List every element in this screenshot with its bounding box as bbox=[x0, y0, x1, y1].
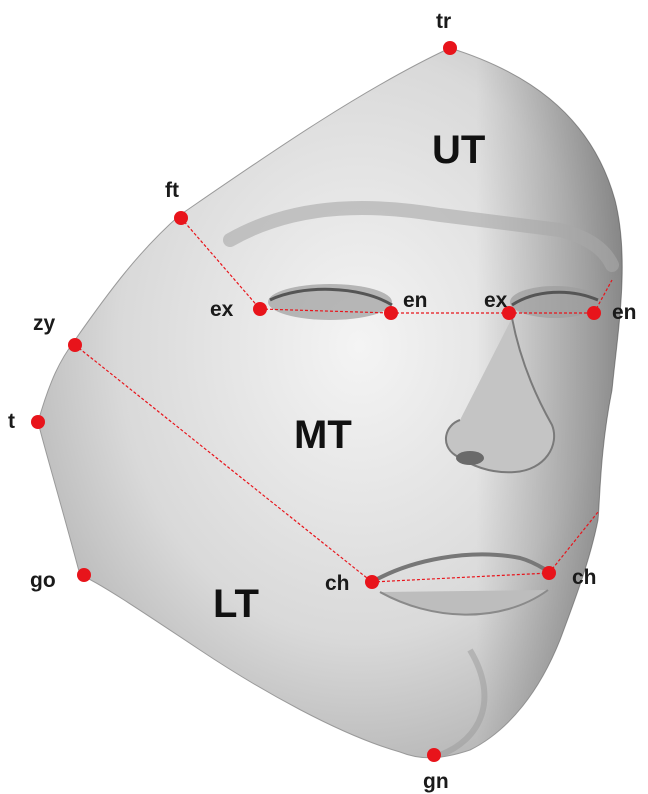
label-gn: gn bbox=[423, 770, 449, 793]
region-middle-third: MT bbox=[294, 413, 352, 457]
nostril bbox=[456, 451, 484, 465]
label-go: go bbox=[30, 569, 56, 592]
landmark-point-ex-right bbox=[253, 302, 267, 316]
landmark-point-en-right bbox=[384, 306, 398, 320]
label-zy: zy bbox=[33, 312, 56, 335]
landmark-point-gn bbox=[427, 748, 441, 762]
label-en-left: en bbox=[612, 301, 637, 324]
landmark-point-go bbox=[77, 568, 91, 582]
landmark-point-ch-right bbox=[365, 575, 379, 589]
region-upper-third: UT bbox=[432, 128, 485, 172]
landmark-point-tr bbox=[443, 41, 457, 55]
label-ex-right: ex bbox=[210, 298, 234, 321]
landmark-point-ch-left bbox=[542, 566, 556, 580]
landmark-point-en-left bbox=[587, 306, 601, 320]
landmark-point-zy bbox=[68, 338, 82, 352]
label-ch-right: ch bbox=[325, 572, 350, 595]
region-lower-third: LT bbox=[213, 582, 259, 626]
label-ex-left: ex bbox=[484, 289, 508, 312]
label-ft: ft bbox=[165, 179, 179, 202]
label-t: t bbox=[8, 410, 15, 433]
label-en-right: en bbox=[403, 289, 428, 312]
landmark-point-ft bbox=[174, 211, 188, 225]
label-ch-left: ch bbox=[572, 566, 597, 589]
landmark-point-t bbox=[31, 415, 45, 429]
label-tr: tr bbox=[436, 10, 451, 33]
